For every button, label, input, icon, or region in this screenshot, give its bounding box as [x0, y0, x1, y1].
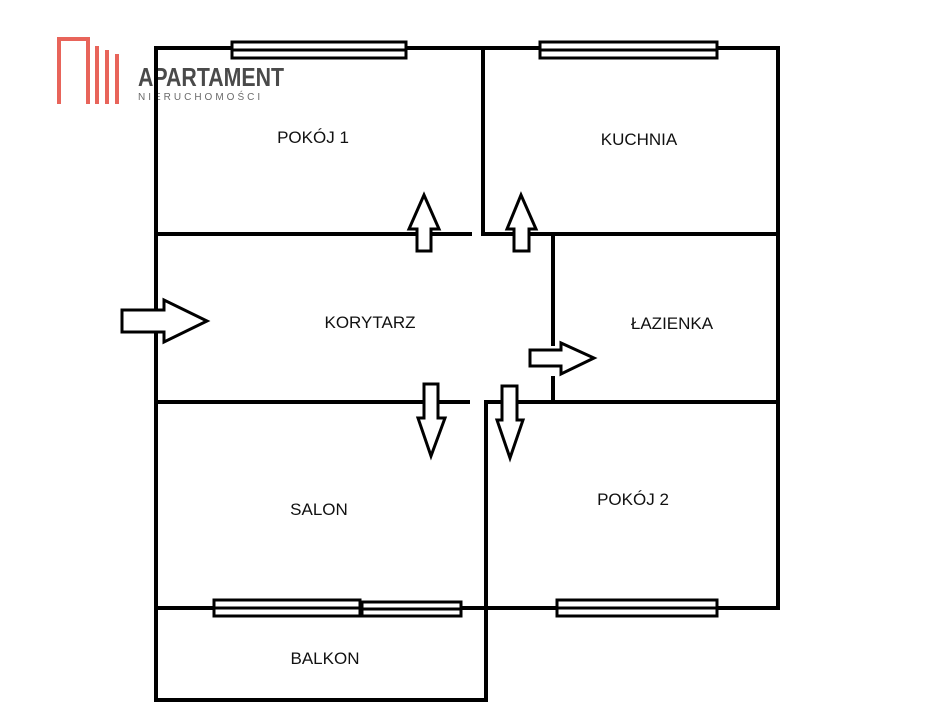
windows [212, 40, 719, 618]
door-arrows [120, 191, 598, 463]
room-label-kuchnia: KUCHNIA [601, 130, 678, 149]
room-label-salon: SALON [290, 500, 348, 519]
room-label-pokoj2: POKÓJ 2 [597, 490, 669, 509]
arrow-right-lazienka-icon [528, 340, 598, 377]
arrow-up-kuchnia-icon [504, 191, 539, 253]
arrow-down-pokoj2-icon [494, 384, 526, 463]
room-label-lazienka: ŁAZIENKA [631, 314, 714, 333]
entrance-arrow-icon [120, 297, 211, 345]
company-logo: APARTAMENT NIERUCHOMOŚCI [56, 36, 296, 116]
walls [154, 46, 780, 702]
room-labels: POKÓJ 1 KUCHNIA KORYTARZ ŁAZIENKA SALON … [277, 128, 714, 668]
brand-name: APARTAMENT [138, 62, 285, 92]
room-label-pokoj1: POKÓJ 1 [277, 128, 349, 147]
logo-mark-icon [57, 37, 119, 104]
arrow-down-salon-icon [415, 382, 448, 461]
room-label-balkon: BALKON [291, 649, 360, 668]
brand-subtitle: NIERUCHOMOŚCI [138, 92, 264, 103]
arrow-up-pokoj1-icon [406, 191, 442, 253]
room-label-korytarz: KORYTARZ [325, 313, 416, 332]
